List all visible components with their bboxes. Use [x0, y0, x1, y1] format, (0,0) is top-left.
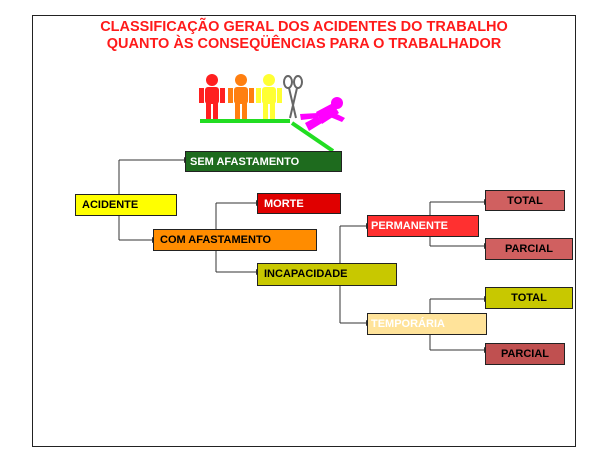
node-permanente-total: TOTAL: [485, 190, 565, 211]
node-sem-afastamento: SEM AFASTAMENTO: [185, 151, 342, 172]
scissors-icon: [283, 75, 303, 119]
node-temporaria-parcial: PARCIAL: [485, 343, 565, 365]
node-com-afastamento: COM AFASTAMENTO: [153, 229, 317, 251]
node-acidente: ACIDENTE: [75, 194, 177, 216]
node-morte: MORTE: [257, 193, 341, 214]
node-incapacidade: INCAPACIDADE: [257, 263, 397, 286]
title-line-1: CLASSIFICAÇÃO GERAL DOS ACIDENTES DO TRA…: [100, 19, 508, 35]
node-temporaria: TEMPORÁRIA: [367, 313, 487, 335]
node-permanente: PERMANENTE: [367, 215, 479, 237]
person-icon-yellow: [256, 74, 282, 120]
node-permanente-parcial: PARCIAL: [485, 238, 573, 260]
node-temporaria-total: TOTAL: [485, 287, 573, 309]
falling-person-icon: [300, 97, 345, 131]
title-line-2: QUANTO ÀS CONSEQÜÊNCIAS PARA O TRABALHAD…: [106, 36, 502, 52]
person-icon-orange: [228, 74, 254, 120]
person-icon-red: [199, 74, 225, 120]
